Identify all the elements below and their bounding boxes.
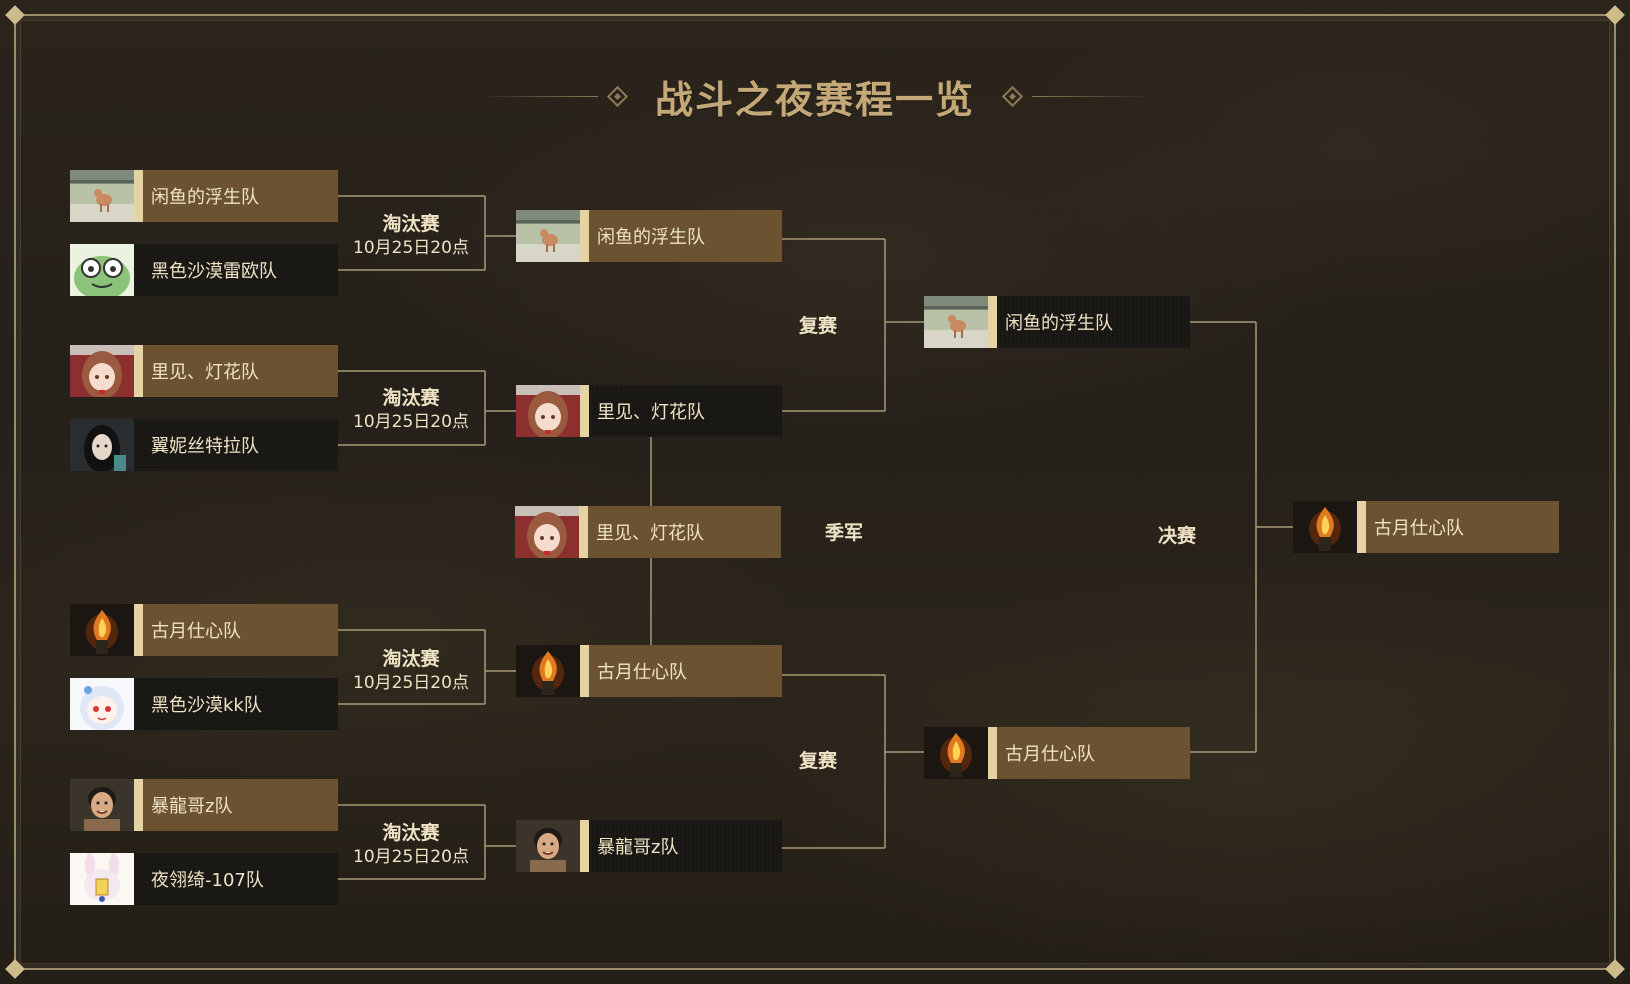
team-card-third-place[interactable]: 里见、灯花队	[515, 506, 781, 558]
semifinal-label-top: 复赛	[799, 315, 838, 337]
semifinal-label-bottom: 复赛	[799, 750, 838, 772]
dog-photo-avatar	[516, 210, 580, 262]
match-info-r1-m3: 淘汰赛 10月25日20点	[345, 647, 477, 695]
team-name: 古月仕心队	[143, 604, 338, 656]
team-card-r1-m3-bottom[interactable]: 黑色沙漠kk队	[70, 678, 338, 730]
team-card-r1-m1-bottom[interactable]: 黑色沙漠雷欧队	[70, 244, 338, 296]
team-card-r1-m2-top[interactable]: 里见、灯花队	[70, 345, 338, 397]
match-info-r1-m2: 淘汰赛 10月25日20点	[345, 386, 477, 434]
avatar-accent-bar	[580, 820, 589, 872]
avatar-accent-bar	[134, 170, 143, 222]
third-place-label: 季军	[825, 522, 864, 544]
team-card-r2-1[interactable]: 闲鱼的浮生队	[516, 210, 782, 262]
bunny-chibi-avatar	[70, 853, 134, 905]
title-rule-left	[477, 95, 598, 97]
anime-girl-avatar	[516, 385, 580, 437]
team-card-r1-m3-top[interactable]: 古月仕心队	[70, 604, 338, 656]
page-title: 战斗之夜赛程一览	[654, 76, 975, 122]
flame-figure-avatar	[516, 645, 580, 697]
dog-photo-avatar	[70, 170, 134, 222]
round-stage-label: 淘汰赛	[382, 213, 440, 235]
anime-girl-avatar	[70, 345, 134, 397]
dog-photo-avatar	[924, 296, 988, 348]
team-card-r2-3[interactable]: 古月仕心队	[516, 645, 782, 697]
match-info-r1-m4: 淘汰赛 10月25日20点	[345, 821, 477, 869]
avatar-accent-bar	[1357, 501, 1366, 553]
team-card-r2-4[interactable]: 暴龍哥z队	[516, 820, 782, 872]
team-card-r1-m1-top[interactable]: 闲鱼的浮生队	[70, 170, 338, 222]
team-card-r1-m4-bottom[interactable]: 夜翎绮-107队	[70, 853, 338, 905]
match-time: 10月25日20点	[353, 673, 469, 693]
avatar-accent-bar	[580, 385, 589, 437]
match-time: 10月25日20点	[353, 847, 469, 867]
round-stage-label: 淘汰赛	[382, 648, 440, 670]
team-name: 闲鱼的浮生队	[589, 210, 782, 262]
man-photo-avatar	[70, 779, 134, 831]
green-frog-avatar	[70, 244, 134, 296]
team-card-champion[interactable]: 古月仕心队	[1293, 501, 1559, 553]
match-time: 10月25日20点	[353, 238, 469, 258]
team-name: 里见、灯花队	[589, 385, 782, 437]
team-card-r1-m2-bottom[interactable]: 翼妮丝特拉队	[70, 419, 338, 471]
avatar-accent-bar	[579, 506, 588, 558]
round-stage-label: 淘汰赛	[382, 387, 440, 409]
avatar-accent-bar	[580, 210, 589, 262]
team-name: 里见、灯花队	[143, 345, 338, 397]
team-card-r1-m4-top[interactable]: 暴龍哥z队	[70, 779, 338, 831]
match-info-r1-m1: 淘汰赛 10月25日20点	[345, 212, 477, 260]
flame-figure-avatar	[1293, 501, 1357, 553]
team-name: 古月仕心队	[997, 727, 1190, 779]
team-name: 古月仕心队	[589, 645, 782, 697]
round-stage-label: 淘汰赛	[382, 822, 440, 844]
team-name: 黑色沙漠kk队	[134, 678, 338, 730]
team-card-r2-2[interactable]: 里见、灯花队	[516, 385, 782, 437]
avatar-accent-bar	[134, 604, 143, 656]
team-name: 暴龍哥z队	[143, 779, 338, 831]
dark-hair-girl-avatar	[70, 419, 134, 471]
final-label: 决赛	[1158, 525, 1197, 547]
man-photo-avatar	[516, 820, 580, 872]
flame-figure-avatar	[924, 727, 988, 779]
title-rule-right	[1032, 95, 1152, 97]
avatar-accent-bar	[988, 296, 997, 348]
avatar-accent-bar	[134, 779, 143, 831]
team-name: 里见、灯花队	[588, 506, 781, 558]
team-name: 黑色沙漠雷欧队	[134, 244, 338, 296]
team-name: 闲鱼的浮生队	[997, 296, 1190, 348]
title-bar: 战斗之夜赛程一览	[0, 66, 1630, 126]
team-card-sf-2[interactable]: 古月仕心队	[924, 727, 1190, 779]
anime-girl-avatar	[515, 506, 579, 558]
team-card-sf-1[interactable]: 闲鱼的浮生队	[924, 296, 1190, 348]
match-time: 10月25日20点	[353, 412, 469, 432]
avatar-accent-bar	[580, 645, 589, 697]
team-name: 翼妮丝特拉队	[134, 419, 338, 471]
team-name: 古月仕心队	[1366, 501, 1559, 553]
team-name: 闲鱼的浮生队	[143, 170, 338, 222]
avatar-accent-bar	[134, 345, 143, 397]
white-hair-chibi-avatar	[70, 678, 134, 730]
avatar-accent-bar	[988, 727, 997, 779]
team-name: 夜翎绮-107队	[134, 853, 338, 905]
flame-figure-avatar	[70, 604, 134, 656]
team-name: 暴龍哥z队	[589, 820, 782, 872]
